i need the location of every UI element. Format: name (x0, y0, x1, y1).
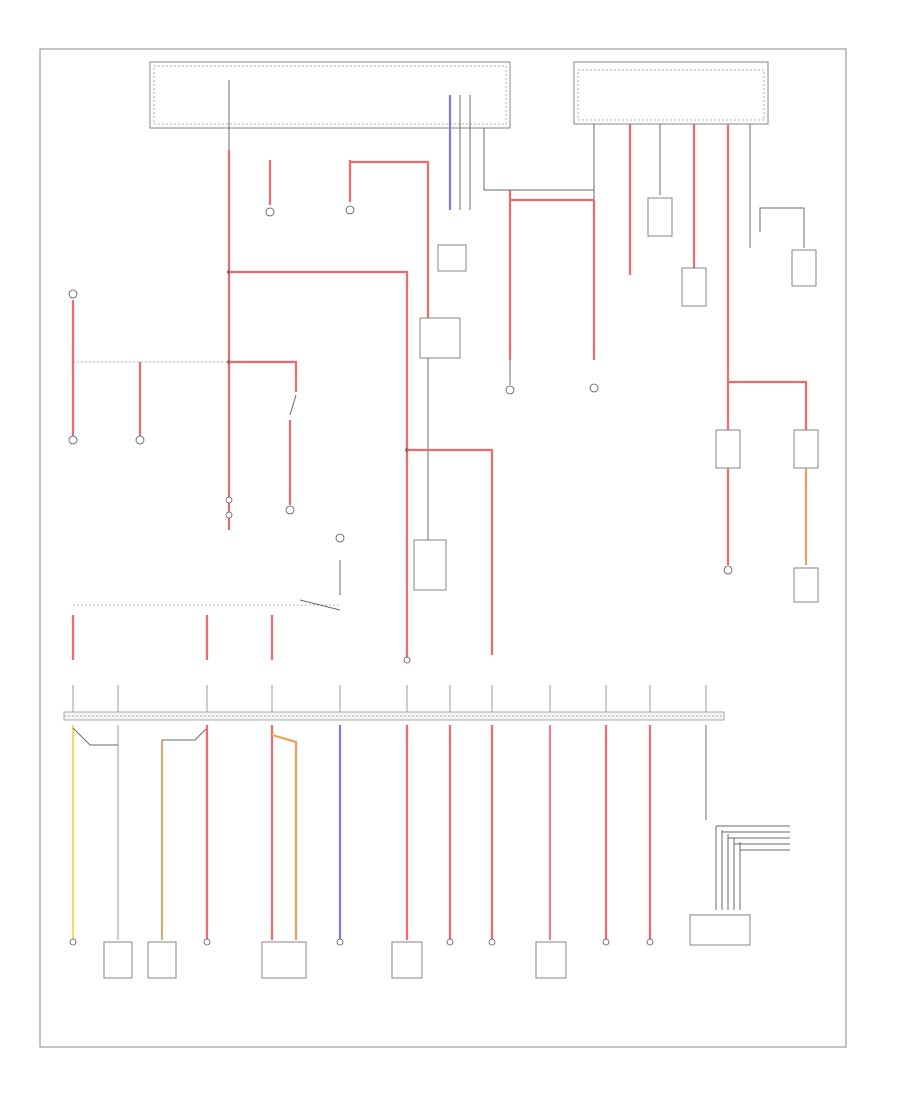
relay-middle-right (483, 124, 595, 395)
diagram-frame (39, 48, 847, 1048)
feed-wire-upper (345, 160, 430, 318)
fuse-taps (72, 685, 707, 712)
top-right-fuse-block (573, 61, 769, 125)
top-right-drops (589, 124, 817, 393)
blue-wire-pair-top (448, 95, 471, 210)
top-left-fuse-block (149, 61, 511, 129)
switch-branch (229, 360, 345, 543)
left-splice-group (68, 289, 229, 445)
bus-drops (71, 725, 707, 940)
misc-components (225, 244, 467, 611)
junction-upper-left (265, 160, 275, 217)
main-feed-wire (227, 80, 231, 530)
mid-left-drops (71, 604, 340, 660)
relay-box-middle (413, 317, 461, 591)
harness-fan-right (689, 825, 790, 946)
bottom-loads (69, 938, 654, 979)
middle-right-branch (403, 448, 494, 664)
right-relays (715, 380, 819, 603)
main-fuse-bus (63, 711, 725, 721)
feed-bus-270 (229, 270, 409, 660)
